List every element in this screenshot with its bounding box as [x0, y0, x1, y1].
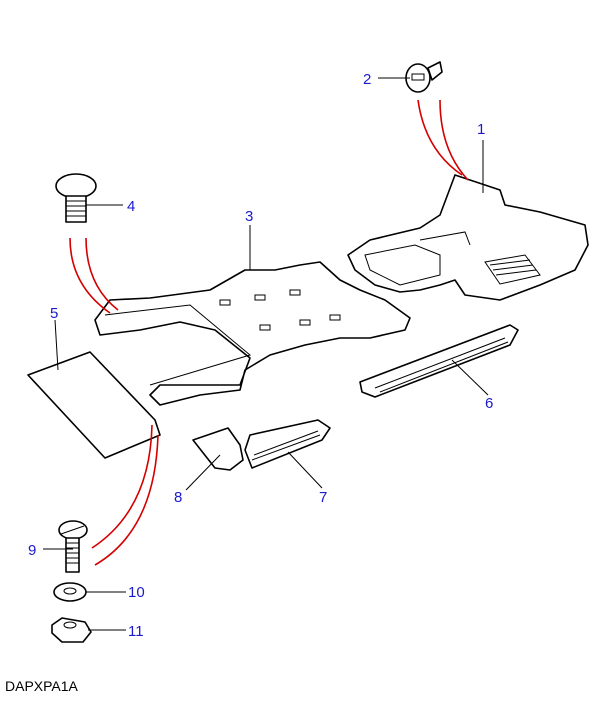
- part-5-mat[interactable]: [27, 351, 161, 459]
- callout-1: 1: [477, 121, 485, 138]
- diagram-code: DAPXPA1A: [5, 678, 78, 694]
- part-10-washer[interactable]: [53, 582, 87, 602]
- part-11-nut[interactable]: [51, 617, 92, 643]
- part-9-screw[interactable]: [58, 520, 88, 573]
- part-7-trim[interactable]: [244, 419, 331, 469]
- part-3-rear-carpet[interactable]: [94, 261, 411, 406]
- part-6-sill-trim[interactable]: [359, 324, 519, 398]
- fixing-lines: [69, 99, 469, 566]
- part-4-stud[interactable]: [55, 173, 97, 223]
- leader-lines: [43, 77, 489, 631]
- part-8-trim[interactable]: [192, 427, 244, 471]
- callout-5: 5: [50, 305, 58, 322]
- part-1-front-carpet[interactable]: [347, 174, 589, 301]
- part-2-clip[interactable]: [405, 61, 443, 93]
- callout-7: 7: [319, 489, 327, 506]
- callout-8: 8: [174, 489, 182, 506]
- callout-6: 6: [485, 395, 493, 412]
- callout-9: 9: [28, 542, 36, 559]
- callout-3: 3: [245, 208, 253, 225]
- callout-4: 4: [127, 198, 135, 215]
- callout-2: 2: [363, 71, 371, 88]
- callout-10: 10: [128, 584, 145, 601]
- callout-11: 11: [128, 623, 144, 640]
